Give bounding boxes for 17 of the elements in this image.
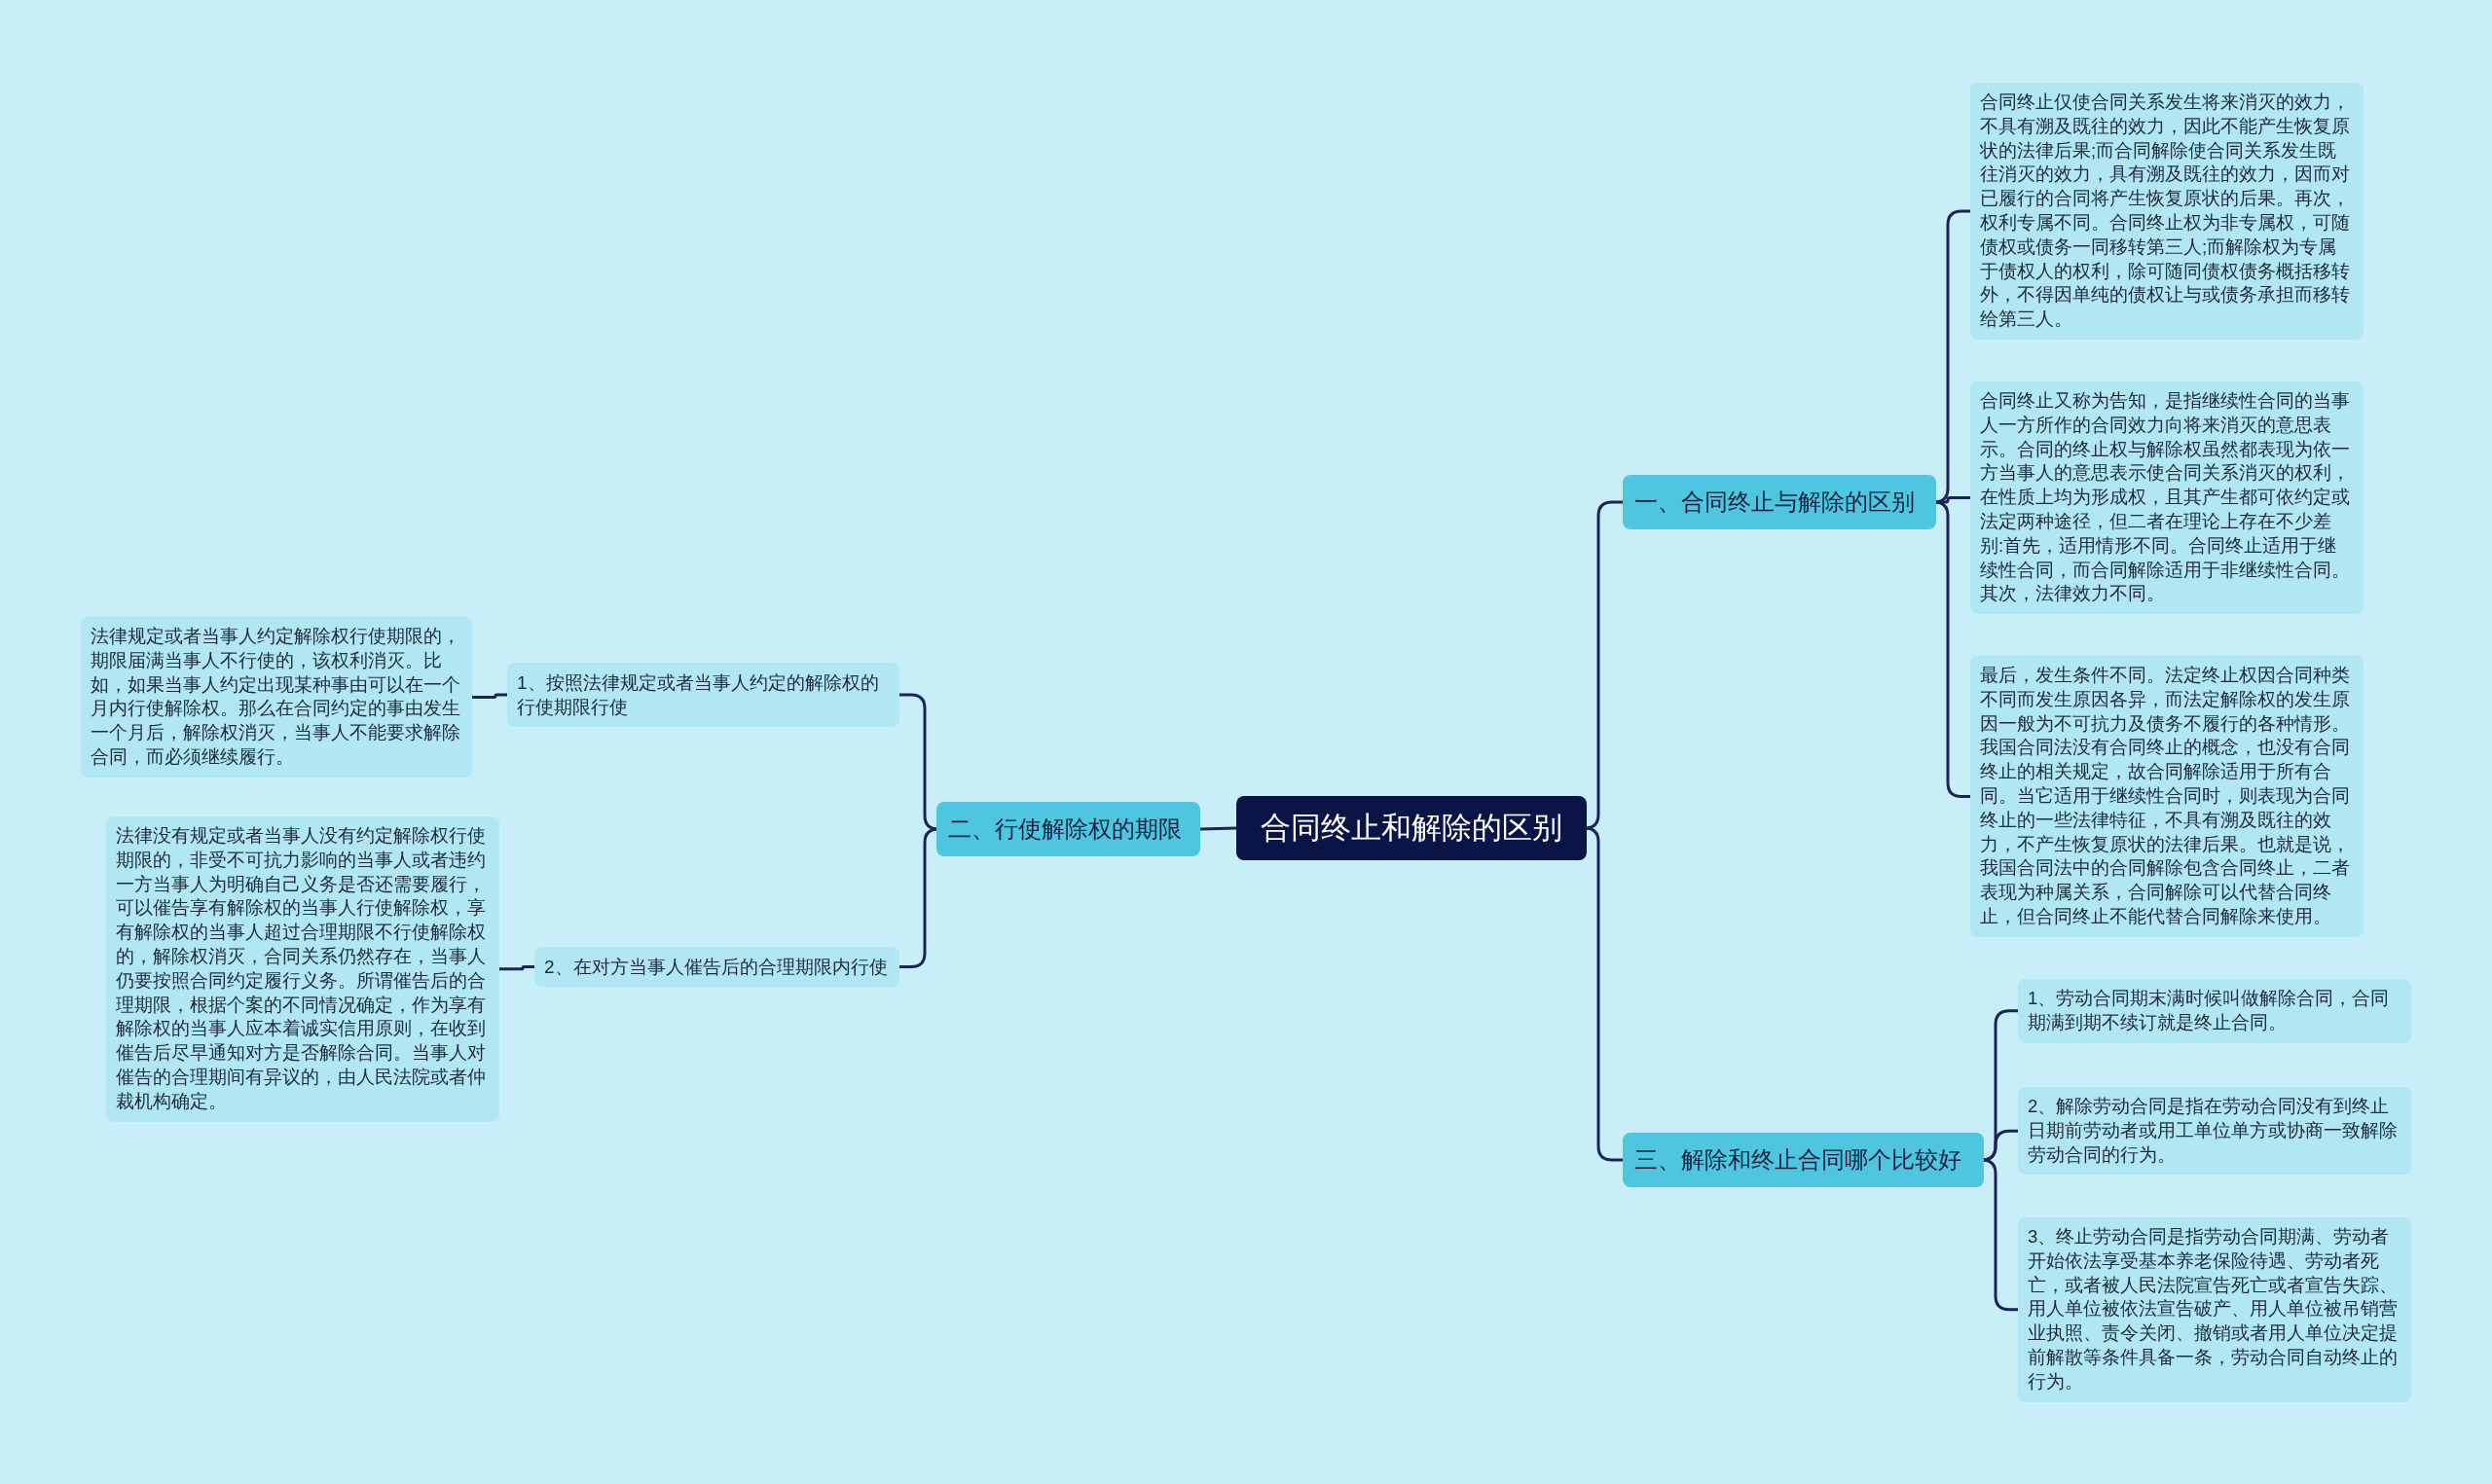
connector-line (1199, 826, 1237, 831)
connector-line (499, 965, 534, 971)
text-box: 1、劳动合同期末满时候叫做解除合同，合同期满到期不续订就是终止合同。 (2018, 979, 2411, 1043)
central-topic-box: 合同终止和解除的区别 (1236, 796, 1587, 860)
text-box: 法律没有规定或者当事人没有约定解除权行使期限的，非受不可抗力影响的当事人或者违约一方当事人为明确自己义务是否还需要履行，可以催告享有解除权的当事人行使解除权，享有解除权的当事人超过合理期限不行使解除权的，解除权消灭，合同关系仍然存在，当事人仍要按照合同约定履行义务。所谓催告后的合理期限，根据个案的不同情况确定，作为享有解除权的当事人应本着诚实信用原则，在收到催告后尽早通知对方是否解除合同。当事人对催告的合理期间有异议的，由人民法院或者仲裁机构确定。 (106, 816, 499, 1122)
text-box: 最后，发生条件不同。法定终止权因合同种类不同而发生原因各异，而法定解除权的发生原因一般为不可抗力及债务不履行的各种情形。我国合同法没有合同终止的概念，也没有合同终止的相关规定，故合同解除适用于所有合同。当它适用于继续性合同时，则表现为合同终止的一些法律特征，不具有溯及既往的效力，不产生恢复原状的法律后果。也就是说，我国合同法中的合同解除包含合同终止，二者表现为种属关系，合同解除可以代替合同终止，但合同终止不能代替合同解除来使用。 (1970, 656, 2364, 937)
text-box: 2、解除劳动合同是指在劳动合同没有到终止日期前劳动者或用工单位单方或协商一致解除劳动合同的行为。 (2018, 1087, 2411, 1176)
topic-box: 二、行使解除权的期限 (936, 802, 1200, 856)
subtopic-box: 1、按照法律规定或者当事人约定的解除权的行使期限行使 (507, 663, 899, 727)
topic-box: 一、合同终止与解除的区别 (1623, 475, 1936, 529)
connector-line (472, 693, 507, 699)
subtopic-box: 2、在对方当事人催告后的合理期限内行使 (534, 947, 899, 987)
text-box: 合同终止仅使合同关系发生将来消灭的效力，不具有溯及既往的效力，因此不能产生恢复原状的法律后果;而合同解除使合同关系发生既往消灭的效力，具有溯及既往的效力，因而对已履行的合同将产生恢复原状的后果。再次，权利专属不同。合同终止权为非专属权，可随债权或债务一同移转第三人;而解除权为专属于债权人的权利，除可随同债权债务概括移转外，不得因单纯的债权让与或债务承担而移转给第三人。 (1970, 83, 2364, 340)
topic-box: 三、解除和终止合同哪个比较好 (1623, 1133, 1984, 1187)
text-box: 3、终止劳动合同是指劳动合同期满、劳动者开始依法享受基本养老保险待遇、劳动者死亡，或者被人民法院宣告死亡或者宣告失踪、用人单位被依法宣告破产、用人单位被吊销营业执照、责令关闭、撤销或者用人单位决定提前解散等条件具备一条，劳动合同自动终止的行为。 (2018, 1217, 2411, 1402)
text-box: 法律规定或者当事人约定解除权行使期限的，期限届满当事人不行使的，该权利消灭。比如，如果当事人约定出现某种事由可以在一个月内行使解除权。那么在合同约定的事由发生一个月后，解除权消灭，当事人不能要求解除合同，而必须继续履行。 (81, 617, 472, 778)
text-box: 合同终止又称为告知，是指继续性合同的当事人一方所作的合同效力向将来消灭的意思表示。合同的终止权与解除权虽然都表现为依一方当事人的意思表示使合同关系消灭的权利，在性质上均为形成权，且其产生都可依约定或法定两种途径，但二者在理论上存在不少差别:首先，适用情形不同。合同终止适用于继续性合同，而合同解除适用于非继续性合同。其次，法律效力不同。 (1970, 381, 2364, 615)
